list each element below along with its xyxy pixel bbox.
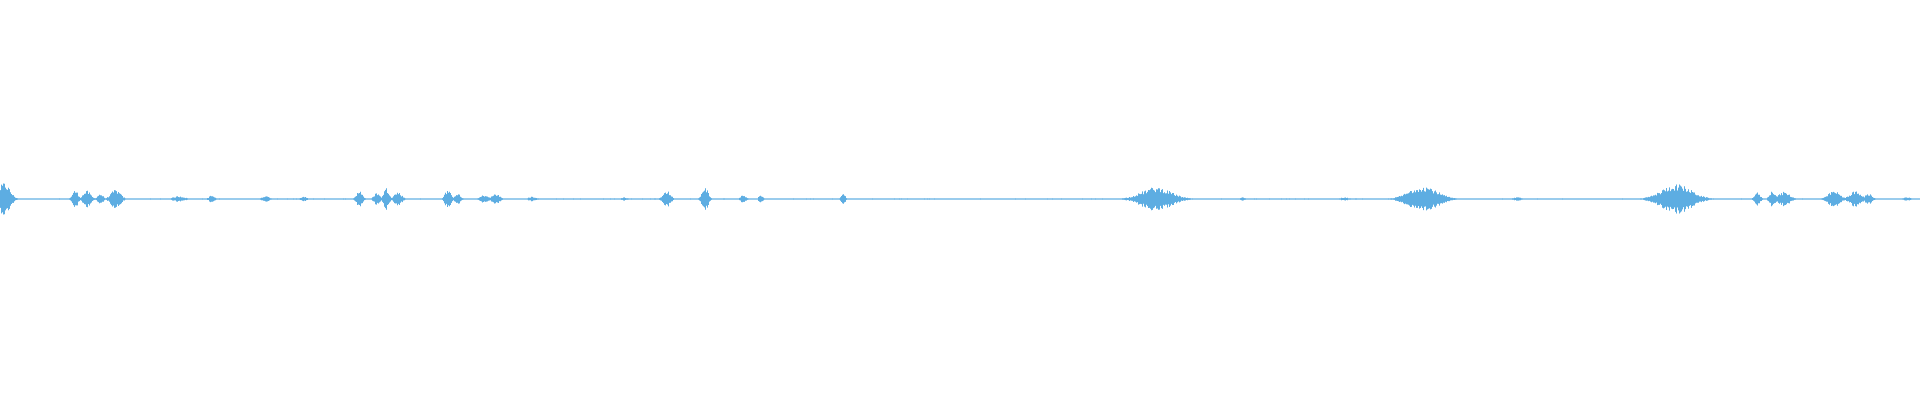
waveform-trace — [0, 183, 1920, 215]
waveform-samples — [0, 183, 1920, 215]
